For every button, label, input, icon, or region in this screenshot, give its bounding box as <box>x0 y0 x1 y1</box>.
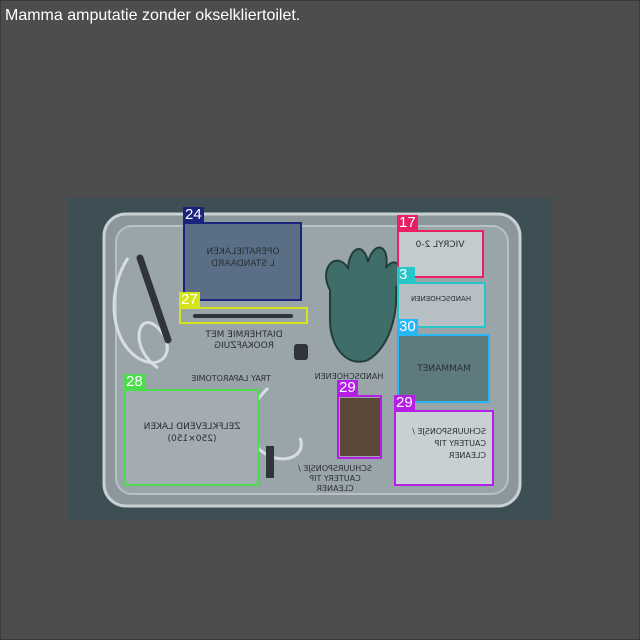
diathermie-print: DIATHERMIE MET ROOKAFZUIG <box>205 330 283 351</box>
operatielaken-item: 24 OPERATIELAKEN L STANDAARD <box>183 207 302 301</box>
schuursponsje-tag: 29 <box>337 379 358 396</box>
diathermie-pencil-item: 27 <box>179 292 308 324</box>
tray-label-cleaner: SCHUURSPONSJE / CAUTERY TIP CLEANER <box>298 464 372 493</box>
operatielaken-print: OPERATIELAKEN L STANDAARD <box>206 247 280 269</box>
schuursponsje-pack-tag: 29 <box>394 394 415 411</box>
zelfklevend-laken-item: 28 ZELFKLEVEND LAKEN (250×150) <box>124 374 259 486</box>
schuursponsje-pack-print: SCHUURSPONSJE / CAUTERY TIP CLEANER <box>412 427 486 460</box>
schuursponsje-item: 29 <box>337 380 382 459</box>
handschoenen-print: HANDSCHOENEN <box>410 295 472 303</box>
diathermie-pencil-body <box>193 314 293 318</box>
page-title: Mamma amputatie zonder okselkliertoilet. <box>5 7 301 24</box>
schuursponsje-pack-item: 29 SCHUURSPONSJE / CAUTERY TIP CLEANER <box>394 395 494 486</box>
mammanet-tag: 30 <box>397 318 418 335</box>
zelfklevend-laken-print: ZELFKLEVEND LAKEN (250×150) <box>143 422 241 444</box>
tray-label-laparotomie: TRAY LAPAROTOMIE <box>191 374 271 383</box>
zelfklevend-laken-tag: 28 <box>124 373 145 390</box>
handschoenen-tag: 3 <box>397 267 415 283</box>
mammanet-print: MAMMANET <box>417 364 471 374</box>
operatielaken-tag: 24 <box>183 206 204 223</box>
mammanet-item: 30 MAMMANET <box>397 319 490 403</box>
vicryl-tag: 17 <box>397 214 418 231</box>
vicryl-print: VICRYL 2-0 <box>415 240 465 250</box>
diathermie-tag: 27 <box>179 291 200 308</box>
